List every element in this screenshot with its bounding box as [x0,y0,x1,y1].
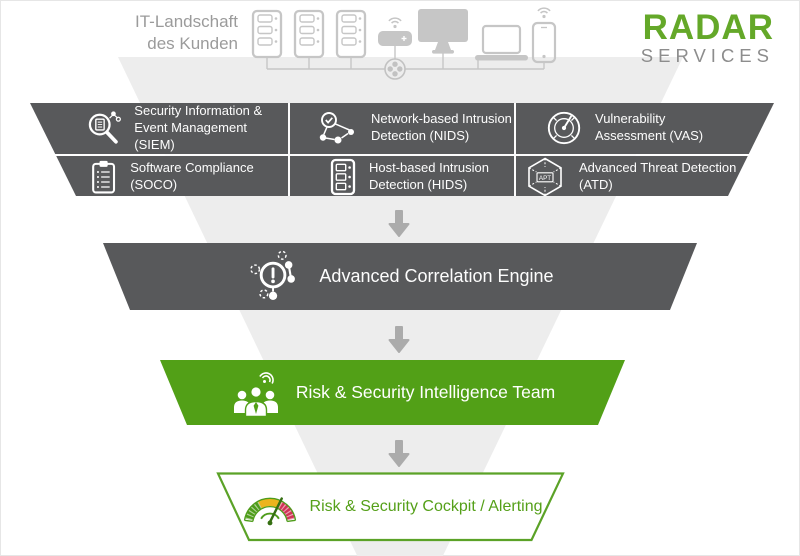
stage-label-team: Risk & Security Intelligence Team [295,382,556,402]
radar-services-logo: RADAR SERVICES [641,10,774,66]
security-services-band: Security Information & Event Management … [30,103,774,196]
atd-hexagon-icon: APT [528,157,562,196]
service-cell-hids: Host-based Intrusion Detection (HIDS) [290,155,514,196]
down-arrow-icon [388,210,410,237]
vas-radar-icon [547,112,581,145]
correlation-alert-icon [250,250,296,300]
wifi-router-icon [378,17,412,46]
service-cell-atd: APT Advanced Threat Detection (ATD) [516,155,774,196]
desktop-monitor-icon [418,9,468,54]
smartphone-icon [531,7,557,64]
gauge-needle [267,497,283,525]
it-landscape-devices [251,7,557,80]
tie-detail [253,401,259,414]
stage-advanced-correlation-engine: Advanced Correlation Engine [103,243,697,310]
stage-cockpit-alerting: Risk & Security Cockpit / Alerting [216,472,566,542]
atd-icon-label: APT [539,174,551,181]
service-label-vas: Vulnerability Assessment (VAS) [595,111,704,144]
stage-intelligence-team: Risk & Security Intelligence Team [160,360,625,425]
gauge-icon [243,497,296,526]
customer-landscape-label: IT-Landschaft des Kunden [58,11,238,56]
service-label-siem: Security Information & Event Management … [134,103,263,152]
laptop-icon [475,24,528,61]
service-cell-soco: Software Compliance (SOCO) [30,155,288,196]
server-rack-icon [335,9,367,59]
hids-server-icon [330,158,356,195]
customer-label-line2: des Kunden [147,34,238,54]
service-label-atd: Advanced Threat Detection (ATD) [579,159,737,192]
logo-subtitle-text: SERVICES [640,45,774,66]
service-label-nids: Network-based Intrusion Detection (NIDS) [371,111,512,144]
nids-network-icon [319,112,354,144]
service-cell-siem: Security Information & Event Management … [30,103,288,154]
stage-label-cockpit: Risk & Security Cockpit / Alerting [309,498,543,515]
intelligence-team-icon [233,371,278,417]
down-arrow-icon [388,440,410,467]
network-hub-icon [384,58,406,80]
service-label-soco: Software Compliance (SOCO) [130,159,254,192]
siem-search-icon [88,111,121,144]
server-rack-icon [293,9,325,59]
cockpit-outline-trapezoid [216,472,565,542]
logo-brand-text: RADAR [642,8,774,47]
service-label-hids: Host-based Intrusion Detection (HIDS) [369,159,489,192]
customer-label-line1: IT-Landschaft [134,12,238,31]
stage-label-ace: Advanced Correlation Engine [319,266,554,286]
service-cell-vas: Vulnerability Assessment (VAS) [516,103,774,154]
server-rack-icon [251,9,283,59]
soco-clipboard-icon [92,160,116,194]
service-cell-nids: Network-based Intrusion Detection (NIDS) [290,103,514,154]
down-arrow-icon [388,326,410,353]
